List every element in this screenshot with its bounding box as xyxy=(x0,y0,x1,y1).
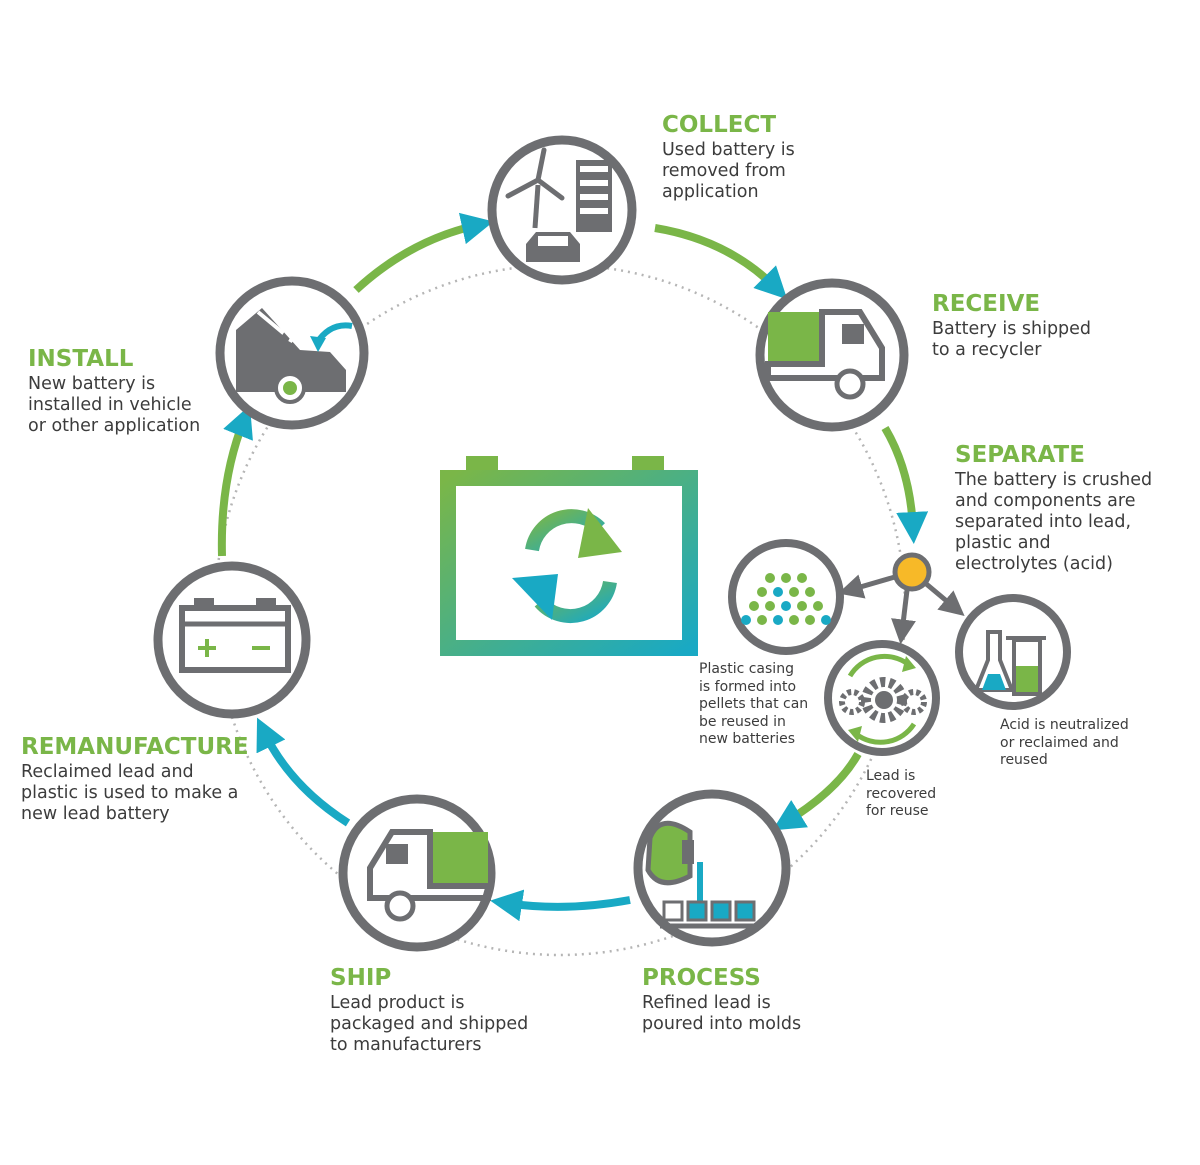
stage-title: COLLECT xyxy=(662,112,777,138)
sub-output-plastic: Plastic casing is formed into pellets th… xyxy=(699,661,809,747)
flow-arrow-install-collect xyxy=(353,212,494,293)
flow-arrow-remanufacture-install xyxy=(217,405,253,557)
stage-description: New battery is installed in vehicle or o… xyxy=(28,374,201,436)
flow-arrow-process-ship xyxy=(490,889,631,922)
gears-icon xyxy=(824,640,940,756)
car-hood-icon xyxy=(215,276,369,430)
stage-description: The battery is crushed and components ar… xyxy=(955,470,1153,574)
pellets-icon xyxy=(728,539,844,655)
stage-collect: COLLECT Used battery is removed from app… xyxy=(662,112,795,203)
molten-lead-icon xyxy=(633,789,791,947)
stage-title: SEPARATE xyxy=(955,442,1085,468)
split-node-icon xyxy=(837,552,965,645)
stage-title: INSTALL xyxy=(28,346,134,372)
collect-icon xyxy=(487,135,637,285)
stage-description: Refined lead is poured into molds xyxy=(642,993,802,1034)
stage-ship: SHIP Lead product is packaged and shippe… xyxy=(330,965,528,1056)
flow-arrow-ship-remanufacture xyxy=(256,717,351,827)
stage-title: REMANUFACTURE xyxy=(21,734,249,760)
stage-title: SHIP xyxy=(330,965,392,991)
truck-icon xyxy=(755,278,909,432)
battery-recycle-icon xyxy=(440,456,698,656)
sub-output-lead: Lead is recovered for reuse xyxy=(866,768,937,819)
stage-description: Used battery is removed from application xyxy=(662,140,795,202)
truck-icon xyxy=(338,794,496,952)
stage-title: RECEIVE xyxy=(932,291,1041,317)
stage-process: PROCESS Refined lead is poured into mold… xyxy=(642,965,801,1035)
stage-remanufacture: REMANUFACTURE Reclaimed lead and plastic… xyxy=(21,734,249,825)
stage-description: Battery is shipped to a recycler xyxy=(932,319,1092,360)
stage-description: Lead product is packaged and shipped to … xyxy=(330,993,529,1055)
flow-arrow-collect-receive xyxy=(654,224,788,300)
sub-output-acid: Acid is neutralized or reclaimed and reu… xyxy=(1000,717,1129,768)
lab-glassware-icon xyxy=(955,594,1071,710)
stage-receive: RECEIVE Battery is shipped to a recycler xyxy=(932,291,1091,361)
stage-title: PROCESS xyxy=(642,965,761,991)
flow-arrow-separate-process xyxy=(772,752,862,831)
stage-separate: SEPARATE The battery is crushed and comp… xyxy=(955,442,1152,575)
battery-icon xyxy=(153,561,311,719)
flow-arrow-receive-separate xyxy=(881,425,929,544)
stage-description: Reclaimed lead and plastic is used to ma… xyxy=(21,762,239,824)
flow-arrows xyxy=(217,212,929,922)
stage-install: INSTALL New battery is installed in vehi… xyxy=(28,346,200,437)
